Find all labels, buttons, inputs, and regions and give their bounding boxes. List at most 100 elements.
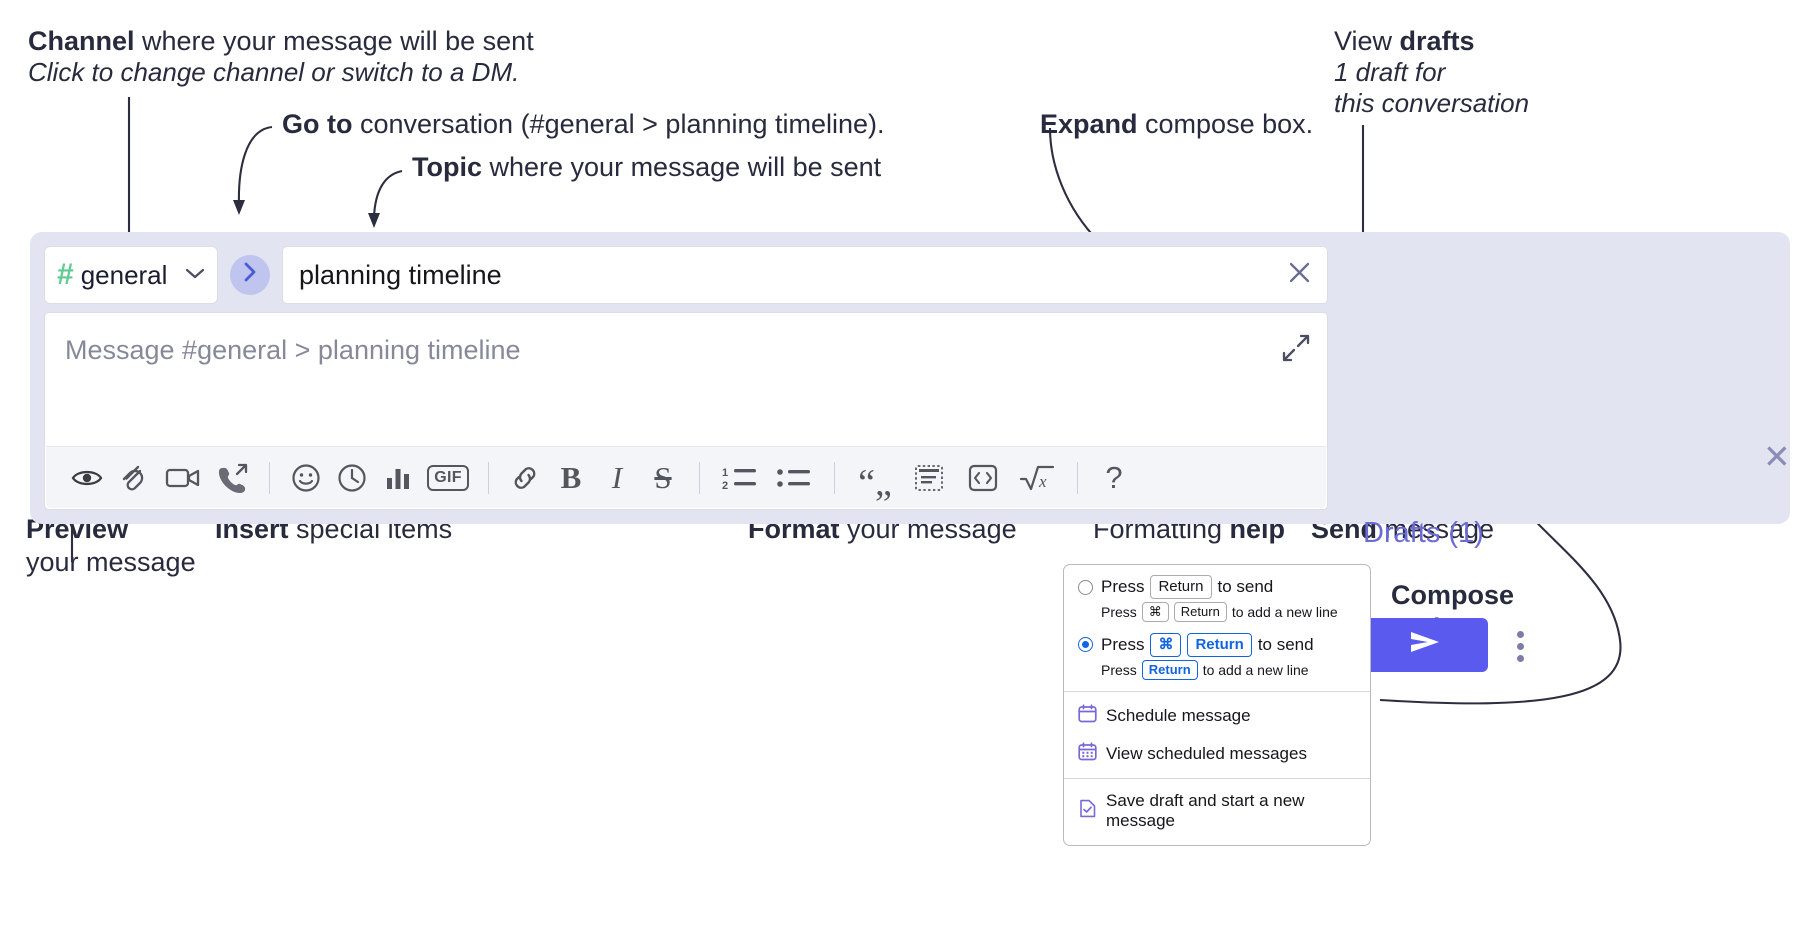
annotation-channel-rest: where your message will be sent [134,26,534,56]
message-editor[interactable]: Message #general > planning timeline [44,312,1328,510]
kebab-dot [1516,630,1524,638]
menu-item-view-scheduled-label: View scheduled messages [1106,743,1307,763]
italic-label: I [611,459,623,495]
annotation-compose-options-bold1: Compose [1391,580,1515,610]
svg-text:1: 1 [722,467,728,479]
radio-selected-icon[interactable] [1078,637,1093,653]
opt2-key2: Return [1187,632,1252,658]
svg-text:x: x [1038,472,1047,491]
bold-label: B [560,459,582,495]
send-button[interactable] [1362,618,1488,672]
annotation-compose-options-l1: Compose [1391,578,1514,613]
opt1-sub-post: to add a new line [1231,604,1338,621]
poll-bars-icon[interactable] [375,456,421,500]
opt1-sub-key2: Return [1173,602,1227,622]
annotation-drafts-sub1: 1 draft for [1334,56,1445,89]
compose-inner: # general planning timeline [44,246,1328,510]
annotation-drafts: View drafts [1334,24,1475,59]
expand-compose-icon[interactable] [1281,333,1311,363]
video-camera-icon[interactable] [156,456,210,500]
drafts-link[interactable]: Drafts (1) [1363,517,1484,549]
bulleted-list-icon[interactable] [767,456,821,500]
preview-eye-icon[interactable] [64,456,110,500]
math-icon[interactable]: x [1010,456,1064,500]
opt2-post: to send [1257,634,1314,654]
phone-forward-icon[interactable] [210,456,256,500]
annotation-expand-rest: compose box. [1137,109,1314,139]
gif-icon[interactable]: GIF [421,456,475,500]
menu-item-schedule-message[interactable]: Schedule message [1064,697,1370,735]
channel-select[interactable]: # general [44,246,218,304]
formatting-help-icon[interactable]: ? [1091,456,1137,500]
menu-item-view-scheduled[interactable]: View scheduled messages [1064,735,1370,773]
send-option-cmd-return[interactable]: Press ⌘ Return to send [1064,632,1370,658]
opt1-key: Return [1150,575,1212,600]
clock-icon[interactable] [329,456,375,500]
blockquote-icon[interactable]: “„ [848,456,902,502]
annotation-goto-rest: conversation (#general > planning timeli… [352,109,885,139]
help-label: ? [1105,459,1123,495]
annotation-preview-line2: your message [26,545,196,580]
leader-topic [372,169,403,218]
annotation-preview-line2-text: your message [26,547,196,577]
send-option-cmd-return-label: Press ⌘ Return to send [1101,632,1314,658]
topic-input[interactable]: planning timeline [282,246,1328,304]
toolbar-divider [1077,461,1078,494]
annotation-expand: Expand compose box. [1040,107,1313,142]
annotation-drafts-bold: drafts [1399,26,1475,56]
menu-item-schedule-label: Schedule message [1106,705,1251,725]
compose-panel: ✕ Drafts (1) # general [30,232,1791,672]
leader-goto [237,125,273,206]
send-option-cmd-return-sub: Press Return to add a new line [1064,658,1370,684]
opt2-sub-pre: Press [1101,661,1137,678]
toolbar-divider [834,461,835,494]
strike-label: S [654,459,672,495]
opt1-sub-key1: ⌘ [1141,602,1169,622]
save-draft-icon [1078,799,1097,823]
annotation-drafts-prefix: View [1334,26,1400,56]
opt2-pre: Press [1101,634,1145,654]
channel-name: general [80,259,168,290]
annotation-topic-rest: where your message will be sent [482,152,882,182]
link-icon[interactable] [502,456,548,500]
attachment-clip-icon[interactable] [110,456,156,500]
annotation-channel-sub: Click to change channel or switch to a D… [28,56,519,89]
code-block-icon[interactable] [956,456,1010,500]
send-option-return-label: Press Return to send [1101,575,1274,600]
chevron-right-icon [242,261,258,290]
send-option-return-sub: Press ⌘ Return to add a new line [1064,600,1370,626]
toolbar-divider [699,461,700,494]
menu-item-save-draft[interactable]: Save draft and start a new message [1064,784,1370,838]
annotation-channel-bold: Channel [28,26,135,56]
menu-item-save-draft-label: Save draft and start a new message [1106,790,1305,830]
message-placeholder: Message #general > planning timeline [65,335,521,365]
compose-header-row: # general planning timeline [44,246,1328,304]
emoji-smiley-icon[interactable] [283,456,329,500]
annotation-drafts-sub2-text: this conversation [1334,88,1530,118]
topic-value: planning timeline [299,259,502,290]
formatting-toolbar: GIF B I S [46,446,1326,508]
italic-icon[interactable]: I [594,456,640,500]
go-to-conversation-button[interactable] [230,255,270,295]
annotation-drafts-sub1-text: 1 draft for [1334,57,1446,87]
compose-options-menu: Press Return to send Press ⌘ Return to a… [1063,564,1371,846]
annotation-goto: Go to conversation (#general > planning … [282,107,885,142]
annotation-topic: Topic where your message will be sent [412,150,881,185]
svg-text:2: 2 [722,480,728,491]
close-icon[interactable]: ✕ [1763,438,1791,475]
radio-unselected-icon[interactable] [1078,579,1093,595]
annotation-topic-bold: Topic [412,152,482,182]
bold-icon[interactable]: B [548,456,594,500]
opt2-sub-key: Return [1141,660,1198,680]
send-arrow-icon [1408,628,1442,662]
strikethrough-icon[interactable]: S [640,456,686,500]
compose-options-menu-button[interactable] [1508,624,1532,668]
toolbar-divider [488,461,489,494]
clear-topic-icon[interactable] [1286,259,1313,291]
annotation-channel: Channel where your message will be sent [28,24,534,59]
gif-label: GIF [427,464,469,491]
send-option-return[interactable]: Press Return to send [1064,574,1370,600]
opt1-post: to send [1217,577,1274,597]
code-inline-icon[interactable] [902,456,956,500]
